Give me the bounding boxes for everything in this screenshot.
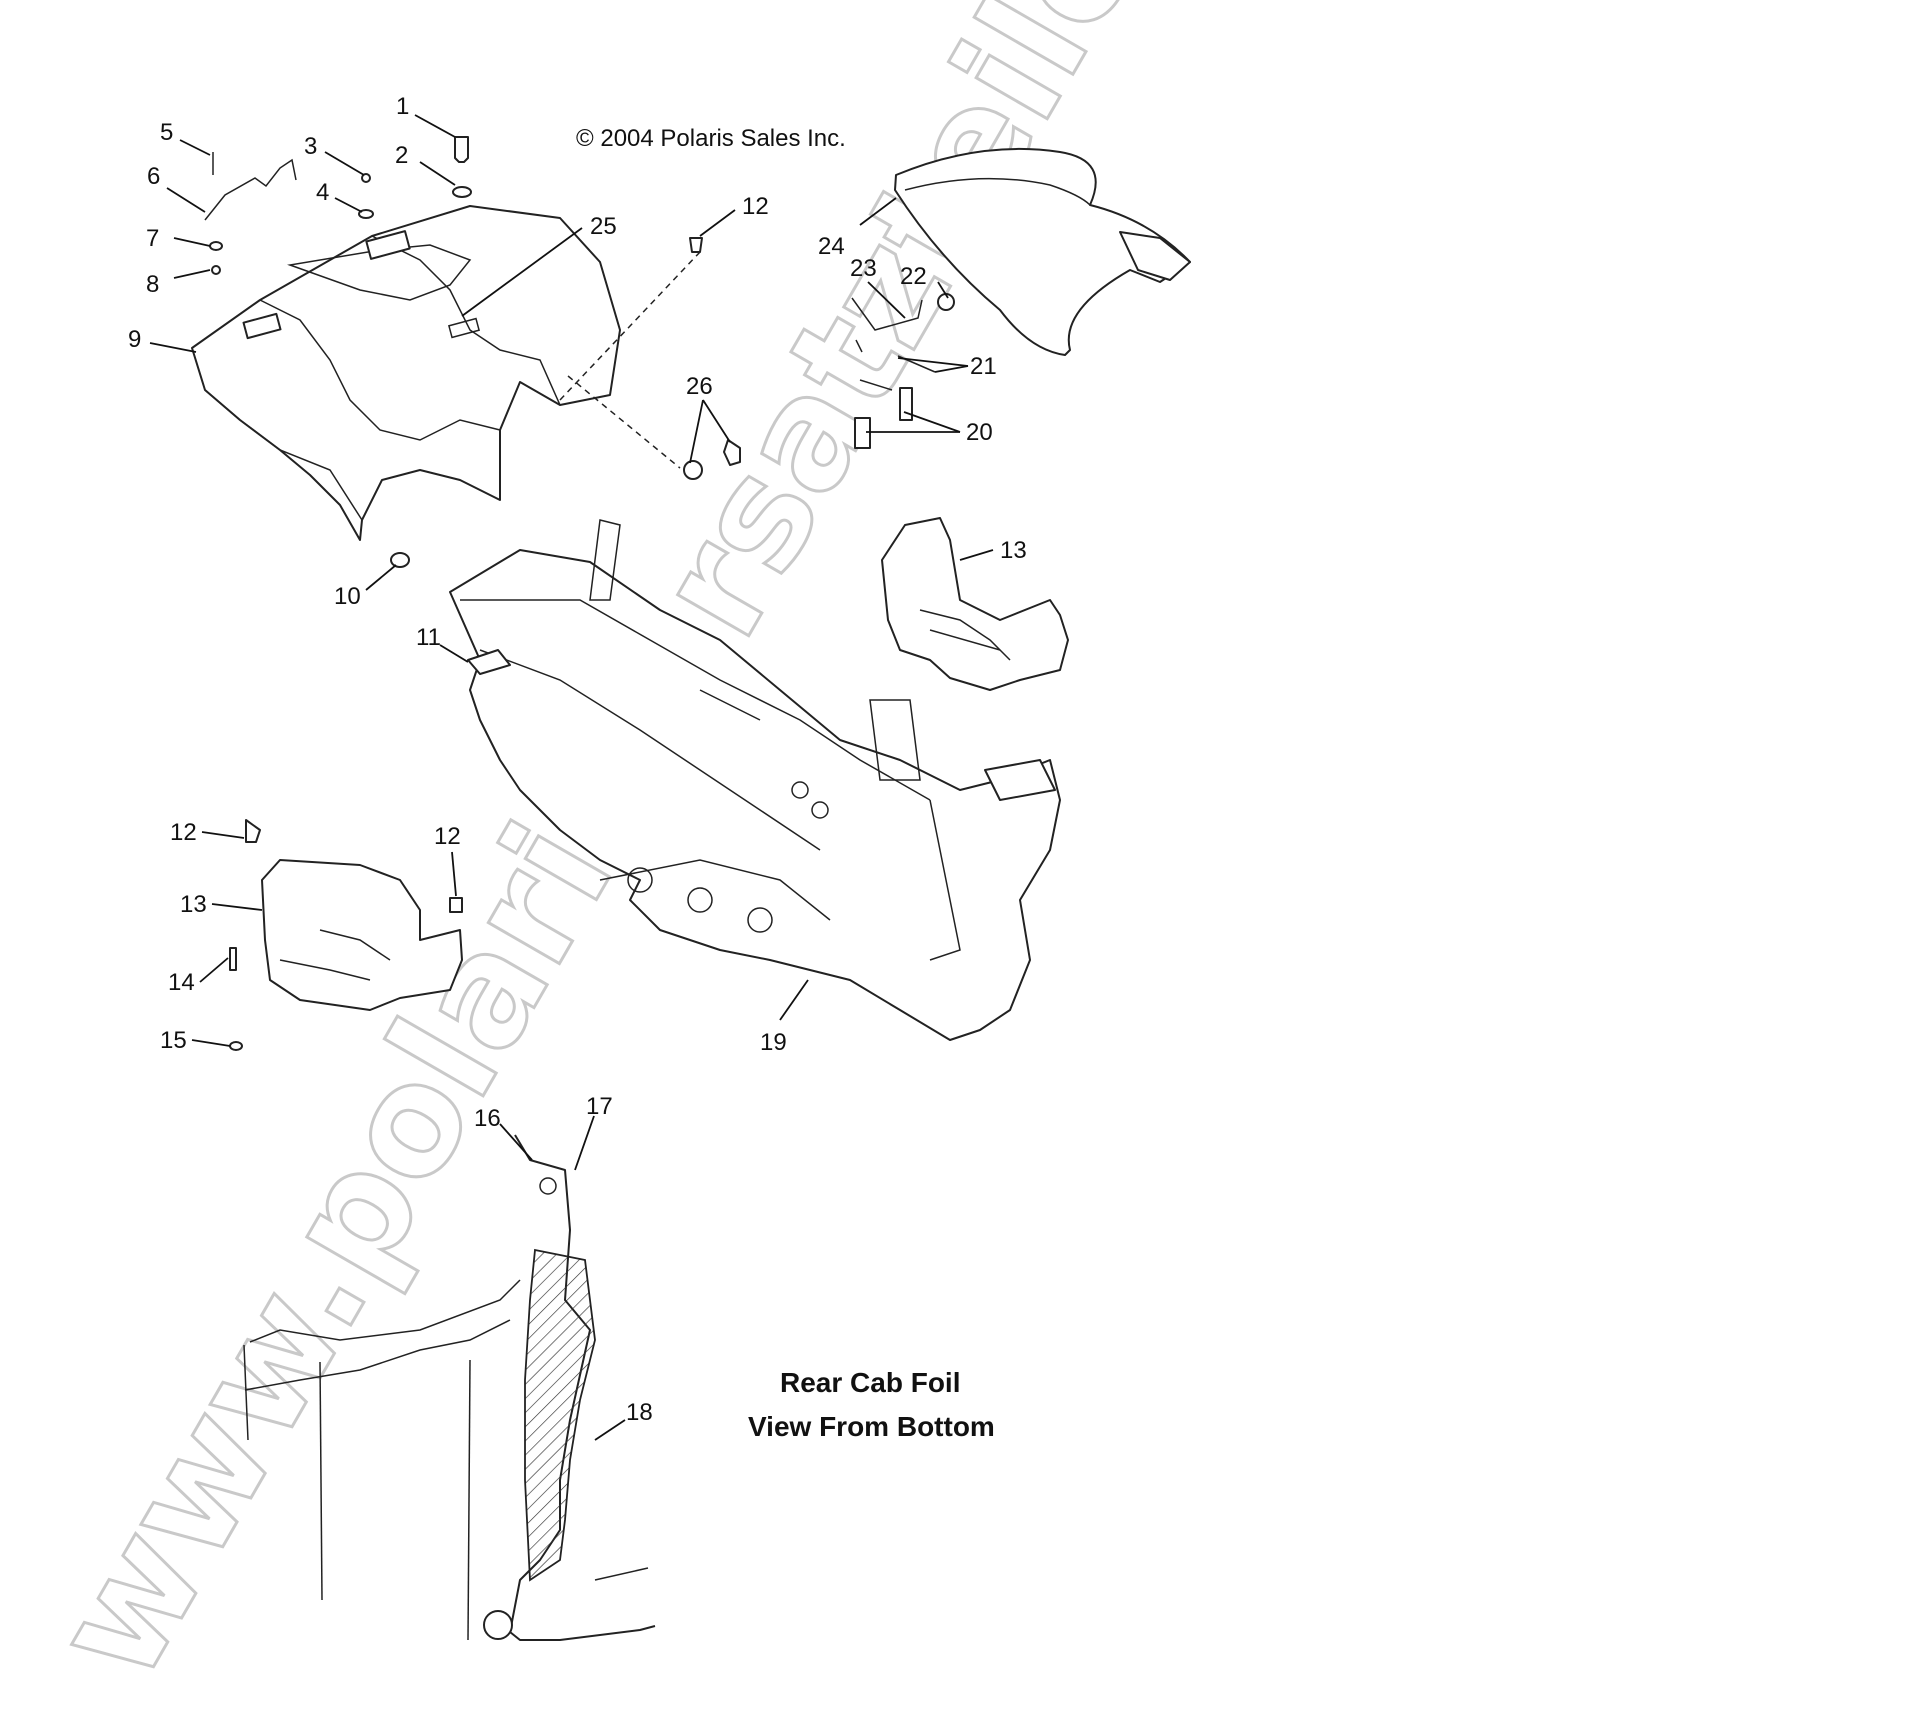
footwell-left-part [229,819,463,1051]
callout-3: 3 [304,133,317,160]
callout-10: 10 [334,583,361,610]
callout-8: 8 [146,271,159,298]
callout-11: 11 [416,624,441,651]
leader-lines [149,114,994,1441]
callout-12-top: 12 [742,193,769,220]
decal-part [467,649,511,675]
callout-20: 20 [966,419,993,446]
callout-2: 2 [395,142,408,169]
callout-23: 23 [850,255,877,282]
callout-25: 25 [590,213,617,240]
callout-6: 6 [147,163,160,190]
callout-labels: 1 2 3 4 5 6 7 8 9 10 11 12 12 12 13 13 1… [128,93,1027,1426]
rear-cab-foil-inset [243,1134,656,1641]
callout-13-right: 13 [1000,537,1027,564]
callout-14: 14 [168,969,195,996]
frame-part [449,519,1061,1041]
seat-part [894,147,1191,356]
callout-21: 21 [970,353,997,380]
callout-22: 22 [900,263,927,290]
callout-19: 19 [760,1029,787,1056]
inset-caption-line2: View From Bottom [748,1411,995,1442]
callout-5: 5 [160,119,173,146]
callout-12-right: 12 [434,823,461,850]
callout-16: 16 [474,1105,501,1132]
callout-9: 9 [128,326,141,353]
inset-caption-line1: Rear Cab Foil [780,1367,960,1398]
hardware-parts-top [204,136,741,568]
copyright-text: © 2004 Polaris Sales Inc. [576,125,846,152]
callout-7: 7 [146,225,159,252]
callout-13-left: 13 [180,891,207,918]
rear-cab-part [191,205,621,541]
callout-24: 24 [818,233,845,260]
footwell-right-part [881,517,1069,691]
callout-12-left: 12 [170,819,197,846]
callout-17: 17 [586,1093,613,1120]
callout-4: 4 [316,179,329,206]
callout-1: 1 [396,93,409,120]
callout-18: 18 [626,1399,653,1426]
callout-26: 26 [686,373,713,400]
callout-15: 15 [160,1027,187,1054]
seat-latch-parts [851,293,955,449]
